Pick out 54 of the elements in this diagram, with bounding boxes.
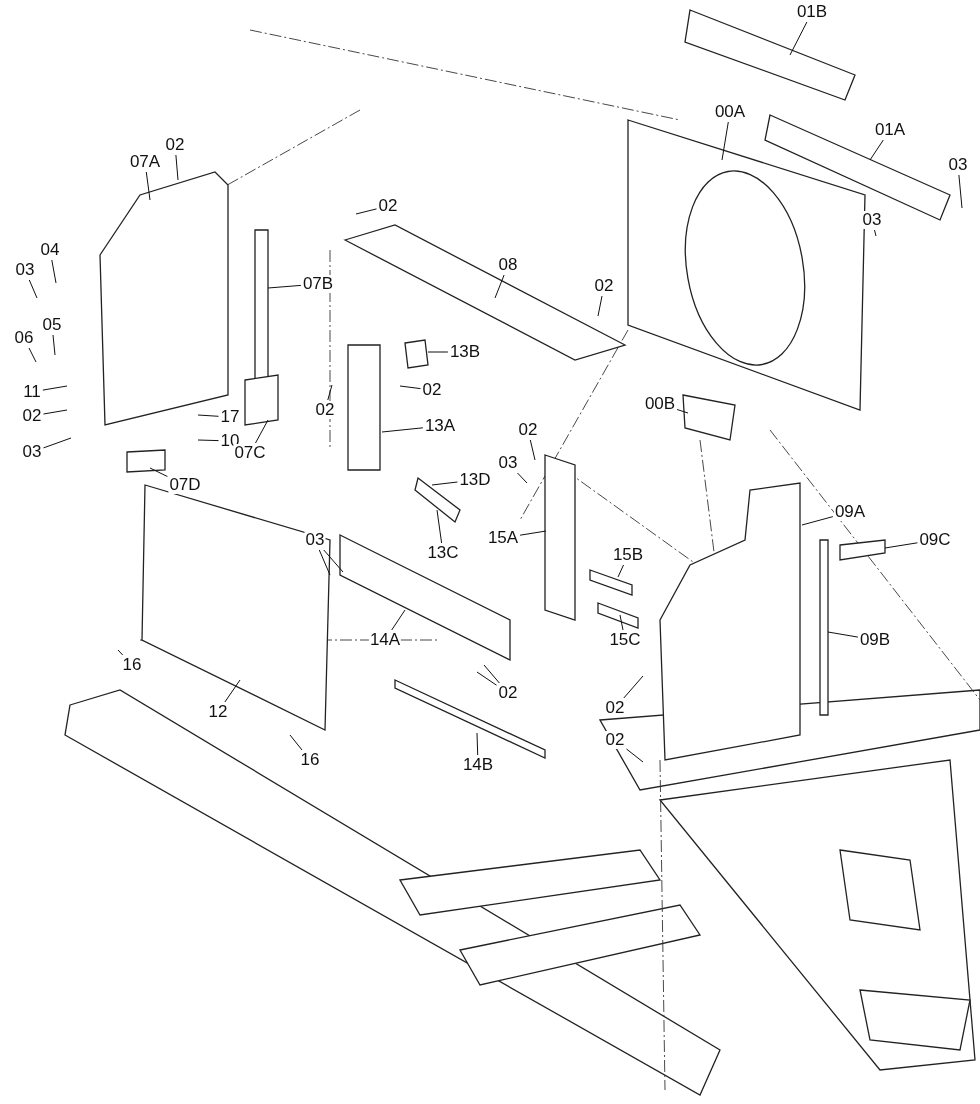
leader-line <box>149 467 168 477</box>
callout-number: 07D <box>168 476 202 494</box>
leader-line <box>517 472 528 484</box>
leader-line <box>327 384 333 401</box>
leader-line <box>789 21 808 56</box>
leader-line <box>197 439 219 442</box>
leader-line <box>884 542 918 549</box>
leader-line <box>619 614 624 631</box>
leader-line <box>381 427 424 433</box>
leader-line <box>519 530 547 536</box>
leader-line <box>42 385 68 391</box>
leader-line <box>626 748 644 763</box>
leader-line <box>529 439 536 461</box>
leader-line <box>224 679 241 703</box>
leader-line <box>175 154 179 181</box>
leader-line <box>197 414 219 417</box>
leader-line <box>431 481 458 486</box>
leader-line <box>476 671 497 686</box>
leader-line <box>255 419 269 444</box>
leader-line <box>827 631 859 638</box>
leader-line <box>391 609 406 631</box>
leader-line <box>28 347 37 363</box>
leader-line <box>483 664 500 684</box>
leader-line <box>318 549 331 576</box>
callout-number: 02 <box>604 731 626 749</box>
leader-line <box>399 385 421 390</box>
leader-line <box>355 208 377 215</box>
callout-number: 07B <box>301 275 335 293</box>
leader-line <box>597 295 603 317</box>
leader-line <box>436 509 443 544</box>
leader-line <box>43 437 72 449</box>
leader-line <box>494 274 505 299</box>
leader-line <box>801 516 834 526</box>
leader-line <box>145 171 151 201</box>
leader-line <box>51 259 57 284</box>
callout-number: 03 <box>861 211 883 229</box>
leader-line <box>427 351 449 353</box>
leader-line <box>476 732 479 756</box>
leader-line <box>323 549 344 573</box>
callout-number: 02 <box>314 401 336 419</box>
leader-line <box>874 229 877 237</box>
leader-line <box>28 279 38 299</box>
leader-line <box>721 121 729 161</box>
leader-line <box>117 649 124 656</box>
leader-line <box>623 675 644 699</box>
leader-line <box>958 174 963 209</box>
leader-line <box>869 139 884 161</box>
leader-line <box>676 409 689 414</box>
leader-line <box>52 334 56 356</box>
leader-line <box>617 564 624 578</box>
callout-number: 09A <box>833 503 867 521</box>
leader-line <box>43 409 68 415</box>
leader-line <box>267 284 302 289</box>
leader-line <box>289 734 303 751</box>
